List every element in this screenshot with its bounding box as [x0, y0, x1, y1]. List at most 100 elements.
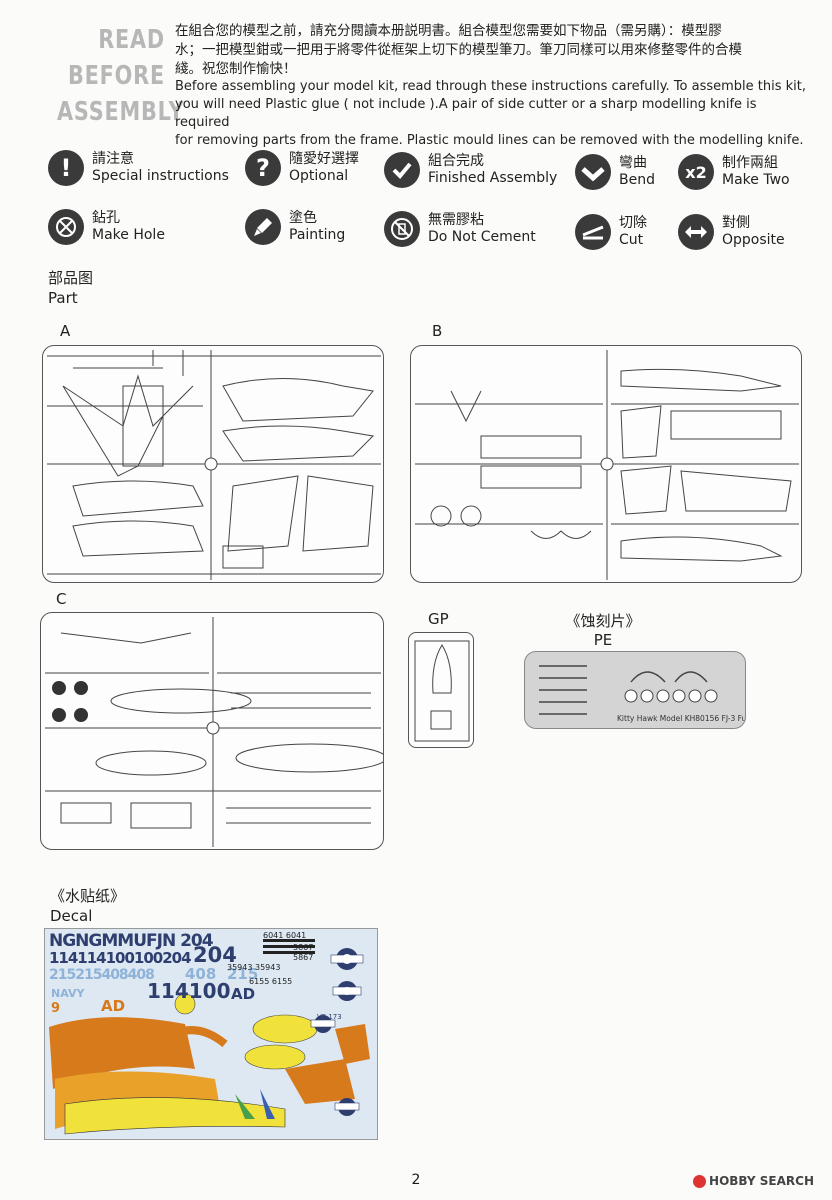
- legend-en: Make Hole: [92, 227, 165, 243]
- title-line-assembly: ASSEMBLY: [57, 97, 185, 127]
- parts-heading-en: Part: [48, 289, 78, 307]
- legend-zh: 彎曲: [619, 155, 647, 171]
- pe-drawing: [539, 665, 718, 715]
- sprue-c: [40, 612, 384, 850]
- sprue-a-label: A: [60, 322, 71, 340]
- legend-zh: 切除: [619, 215, 647, 231]
- english-line-1: Before assembling your model kit, read t…: [175, 79, 807, 94]
- legend-en: Optional: [289, 168, 349, 184]
- cut-icon: [575, 214, 611, 250]
- chinese-line-1: 在組合您的模型之前，請充分閱讀本册説明書。組合模型您需要如下物品（需另購）：模型…: [175, 23, 722, 39]
- pe-heading-zh: 《蚀刻片》: [565, 612, 641, 630]
- sprue-c-drawing: [45, 617, 383, 847]
- english-line-3: for removing parts from the frame. Plast…: [175, 133, 804, 148]
- photo-etch-fret: Kitty Hawk Model KH80156 FJ-3 Fury: [524, 651, 746, 729]
- decal-text-6: 215: [227, 965, 259, 983]
- legend-zh: 隨愛好選擇: [289, 151, 359, 167]
- legend-zh: 鉆孔: [92, 210, 120, 226]
- exclamation-icon: !: [48, 150, 84, 186]
- legend-en: Painting: [289, 227, 346, 243]
- sprue-a-drawing: [47, 350, 381, 580]
- decal-text-12: 6041 6041: [263, 931, 307, 940]
- parts-heading: 部品图 Part: [48, 268, 93, 308]
- paint-brush-icon: [245, 209, 281, 245]
- decal-heading-en: Decal: [50, 907, 93, 925]
- hobby-search-watermark: HOBBY SEARCH: [693, 1174, 814, 1188]
- x2-icon: x2: [678, 154, 714, 190]
- decal-text-15: 35943 35943: [227, 963, 281, 972]
- opposite-arrows-icon: [678, 214, 714, 250]
- bend-icon: [575, 154, 611, 190]
- page-number: 2: [411, 1172, 421, 1188]
- legend-en: Special instructions: [92, 168, 229, 184]
- legend-en: Finished Assembly: [428, 170, 558, 186]
- drill-icon: [48, 209, 84, 245]
- sprue-a: [42, 345, 384, 583]
- decal-text-9: NAVY: [51, 987, 85, 1000]
- read-before-assembly-title: READ BEFORE ASSEMBLY: [57, 22, 185, 130]
- decal-heading-zh: 《水贴纸》: [50, 887, 126, 905]
- legend-en: Make Two: [722, 172, 790, 188]
- legend-en: Bend: [619, 172, 655, 188]
- decal-text-4: 215215408408: [49, 967, 155, 983]
- legend-zh: 無需膠粘: [428, 212, 484, 228]
- sprue-b: [410, 345, 802, 583]
- decal-text-10: 9: [51, 1001, 61, 1016]
- decal-text-7: 114100: [147, 979, 231, 1003]
- title-line-read: READ: [98, 25, 165, 55]
- x2-badge: x2: [685, 162, 707, 182]
- legend-zh: 對側: [722, 215, 750, 231]
- decal-text-5: 408: [185, 965, 217, 983]
- decal-text-2: 114114100100204: [49, 949, 192, 967]
- decal-text-14: 5867: [293, 953, 314, 962]
- pe-caption-kit: KH80156 FJ-3 Fury: [684, 714, 746, 723]
- legend-zh: 塗色: [289, 210, 317, 226]
- pe-heading: 《蚀刻片》 PE: [548, 612, 658, 650]
- pe-heading-en: PE: [593, 631, 613, 649]
- sprue-b-label: B: [432, 322, 443, 340]
- pe-caption-brand: Kitty Hawk Model: [617, 714, 683, 723]
- pe-caption: Kitty Hawk Model KH80156 FJ-3 Fury: [617, 714, 746, 723]
- question-icon: ?: [245, 150, 281, 186]
- legend-zh: 制作兩組: [722, 155, 778, 171]
- decal-heading: 《水贴纸》 Decal: [50, 886, 125, 926]
- chinese-line-3: 綫。祝您制作愉快！: [175, 61, 297, 77]
- sprue-c-label: C: [56, 590, 67, 608]
- chinese-instructions: 在組合您的模型之前，請充分閱讀本册説明書。組合模型您需要如下物品（需另購）：模型…: [175, 22, 805, 79]
- english-instructions: Before assembling your model kit, read t…: [175, 78, 815, 150]
- legend-en: Do Not Cement: [428, 229, 536, 245]
- watermark-text: HOBBY SEARCH: [709, 1174, 814, 1188]
- sprue-gp-drawing: [414, 640, 470, 742]
- decal-text-3: 204: [193, 943, 237, 967]
- decal-text-1: NGNGMMUFJN 204: [49, 931, 214, 951]
- decal-sheet: NGNGMMUFJN 204 114114100100204 204 21521…: [44, 928, 378, 1140]
- sprue-b-drawing: [415, 350, 799, 580]
- no-cement-icon: [384, 211, 420, 247]
- legend-en: Opposite: [722, 232, 785, 248]
- legend-en: Cut: [619, 232, 644, 248]
- decal-artwork: [49, 939, 370, 1135]
- title-line-before: BEFORE: [68, 61, 165, 91]
- decal-text-11: AD: [101, 997, 126, 1015]
- decal-text-13: 5867: [293, 943, 314, 952]
- legend-zh: 組合完成: [428, 153, 484, 169]
- sprue-gp: [408, 632, 474, 748]
- chinese-line-2: 水；一把模型鉗或一把用于將零件從框架上切下的模型筆刀。筆刀同樣可以用來修整零件的…: [175, 42, 742, 58]
- hobby-search-logo-icon: [693, 1174, 707, 1188]
- parts-heading-zh: 部品图: [48, 269, 94, 287]
- legend-zh: 請注意: [92, 151, 134, 167]
- decal-text-8: AD: [231, 985, 256, 1003]
- sprue-gp-label: GP: [428, 610, 449, 628]
- check-icon: [384, 152, 420, 188]
- decal-text-16: 6155 6155: [249, 977, 293, 986]
- english-line-2: you will need Plastic glue ( not include…: [175, 97, 757, 130]
